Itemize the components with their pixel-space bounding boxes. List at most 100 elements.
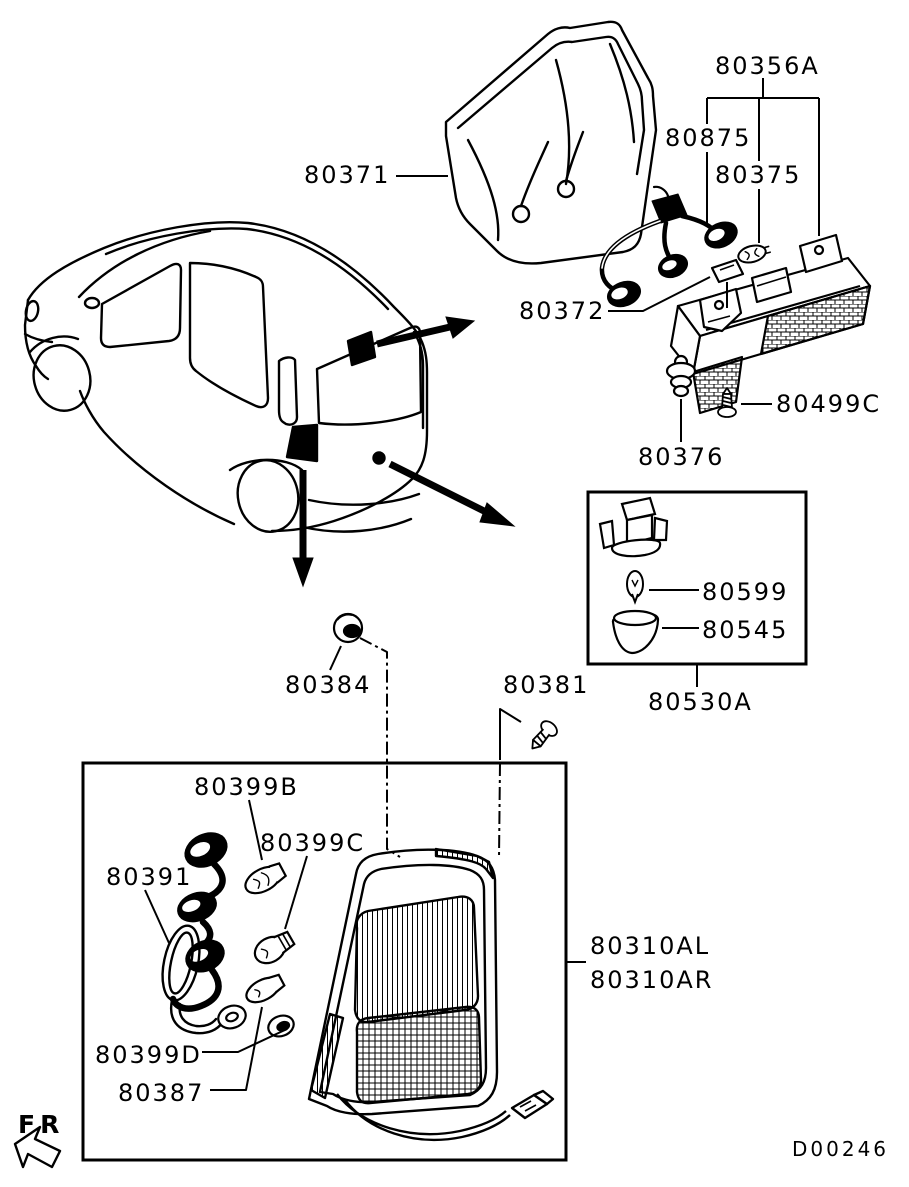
car-rear-glass [315,325,423,426]
bulb-80399d [245,973,286,1004]
harness-end-ring [217,1004,247,1030]
lamp-top-band [434,847,495,880]
fr-arrow-outline [13,1125,62,1169]
part-label-80599: 80599 [702,578,789,606]
car-window-front [99,262,183,349]
bulbs-and-grommet [244,862,296,1038]
drawing-code: D00246 [792,1137,890,1161]
centerline-80381 [498,762,501,859]
leader-80399b [248,799,263,861]
screw-80499c [717,387,737,418]
unit-front-grid [759,284,872,356]
part-label-80391: 80391 [106,863,193,891]
part-label-80399d: 80399D [95,1041,202,1069]
grommet-80387 [267,1014,295,1038]
leader-80384 [329,645,342,671]
rear-socket-1 [184,832,228,868]
lamp-connector [510,1089,555,1120]
housing-pocket-left [466,138,500,242]
car-window-rear [188,261,270,409]
bracket-80356a [706,78,820,243]
leader-80381 [499,708,522,760]
leader-80391 [144,889,170,944]
tail-lamp-unit [307,847,555,1142]
housing-outer [444,20,658,265]
car-rear-arch [228,458,304,472]
highmount-arrow [376,316,476,348]
part-label-80310ar: 80310AR [590,966,714,994]
lamp-left-band [309,1012,345,1100]
housing-inner-rim [456,35,646,176]
highmount-location-mark [346,330,377,367]
unit-bracket-left [698,287,743,333]
rear-socket-3 [185,939,225,973]
license-lamp-box [586,490,808,666]
wiring-harness-80372 [599,185,771,308]
part-label-80375: 80375 [715,161,802,189]
part-label-80376: 80376 [638,443,725,471]
part-label-80356a: 80356A [715,52,820,80]
car-roof-inner-line [104,227,390,311]
car-bumper-line [23,332,54,344]
part-label-80545: 80545 [702,616,789,644]
harness-lower-wire [169,998,224,1035]
car-rear-wheel [236,459,300,533]
harness-socket-2 [704,221,738,249]
rear-harness-80391 [161,832,247,1035]
harness-wire-c [662,220,674,263]
bulb-80399b [244,862,288,895]
car-mirror [83,296,101,310]
car-illustration [23,220,429,533]
car-body-outline [26,220,429,533]
car-headlight [24,299,40,323]
part-label-80530a: 80530A [648,688,753,716]
license-lamp-socket [598,496,669,558]
part-label-80387: 80387 [118,1079,205,1107]
harness-loop [161,924,201,1002]
fr-direction-label: FR [18,1110,65,1139]
part-label-80384: 80384 [285,671,372,699]
housing-pocket-mid [554,58,571,186]
unit-clip [710,258,745,308]
lens-80545 [611,609,660,655]
unit-bracket-right [798,233,844,274]
part-label-80499c: 80499C [776,390,882,418]
housing-boss-1 [511,204,531,224]
harness-socket-1 [607,280,641,308]
license-lamp-location-mark [372,451,386,465]
car-rear-bumper-line [301,517,413,533]
fr-arrow [13,1125,62,1169]
lamp-wire [336,1093,511,1142]
screw-80381 [531,720,558,750]
license-lamp-arrow [388,460,516,527]
harness-wire-a2 [601,220,661,269]
car-bottom-line [78,389,236,526]
part-label-80399b: 80399B [194,773,299,801]
bulb-80599 [626,570,644,605]
leader-80399c [284,855,308,930]
harness-socket-3 [657,253,689,279]
leader-80387 [210,1006,263,1091]
taillamp-location-mark [285,423,319,463]
bulb-80399c [253,930,296,965]
leader-80399d [202,1028,288,1053]
leader-80372 [608,276,711,312]
centerline-80384 [359,637,401,858]
taillamp-arrow [292,470,314,588]
grommet-80376 [665,354,697,398]
part-label-80371: 80371 [304,161,391,189]
car-window-quarter [277,356,299,426]
lamp-lower-lens [355,1005,483,1105]
car-front-arch [28,335,80,354]
bulb-80375 [737,244,771,264]
harness-connector [651,193,688,224]
lamp-housing-cover [444,20,658,265]
lamp-upper-lens [353,895,480,1024]
location-arrows [292,316,516,588]
unit-bracket-mid [750,266,793,304]
car-windshield-line [77,229,212,299]
part-label-80875: 80875 [665,124,752,152]
grommet-80384 [332,612,364,644]
